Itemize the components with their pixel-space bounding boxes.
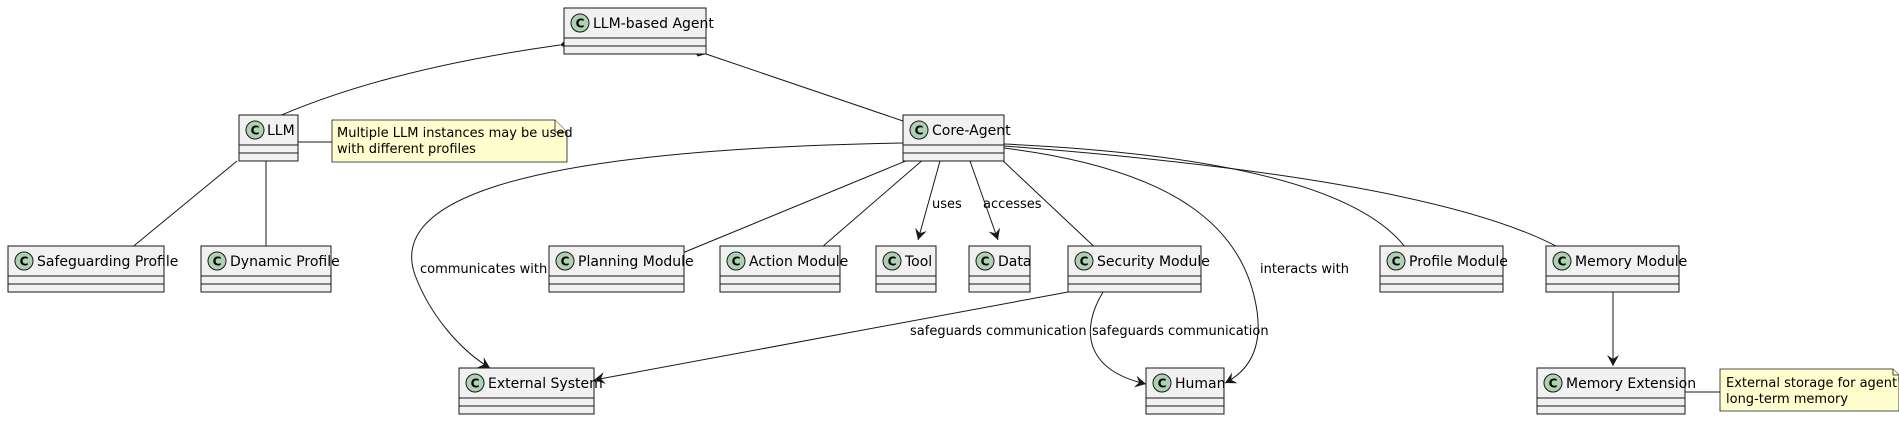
class-name: Planning Module xyxy=(578,254,694,270)
svg-text:C: C xyxy=(561,255,570,269)
class-name: Profile Module xyxy=(1409,254,1508,270)
class-planning-module: C Planning Module xyxy=(548,245,694,293)
svg-text:C: C xyxy=(1549,377,1558,391)
class-badge-icon: C xyxy=(1543,373,1563,393)
edge-agent-llm xyxy=(267,39,574,122)
class-name: Memory Module xyxy=(1575,254,1687,270)
class-name: Safeguarding Profile xyxy=(37,254,178,270)
label-communicates-with: communicates with xyxy=(420,262,547,277)
note-memory-line-1: External storage for agent's xyxy=(1726,376,1899,391)
class-name: Action Module xyxy=(749,254,848,270)
class-badge-icon: C xyxy=(14,251,34,271)
edge-core-external xyxy=(411,142,904,369)
class-name: LLM-based Agent xyxy=(593,16,714,32)
svg-text:C: C xyxy=(732,255,741,269)
edge-llm-safeguarding-profile xyxy=(123,160,238,255)
edge-core-planning xyxy=(679,150,926,255)
note-llm-line-2: with different profiles xyxy=(337,142,476,157)
label-accesses: accesses xyxy=(983,197,1042,212)
svg-text:C: C xyxy=(981,255,990,269)
class-name: External System xyxy=(488,376,603,392)
edge-core-memory xyxy=(990,140,1571,255)
class-name: Dynamic Profile xyxy=(230,254,340,270)
class-llm-based-agent: C LLM-based Agent xyxy=(563,7,714,55)
label-interacts-with: interacts with xyxy=(1260,262,1349,277)
class-action-module: C Action Module xyxy=(719,245,848,293)
edge-agent-core xyxy=(692,47,904,122)
edge-labels: uses accesses communicates with interact… xyxy=(420,197,1349,339)
class-badge-icon: C xyxy=(975,251,995,271)
label-safeguards-human: safeguards communication xyxy=(1092,324,1269,339)
class-badge-icon: C xyxy=(1386,251,1406,271)
class-safeguarding-profile: C Safeguarding Profile xyxy=(7,245,178,293)
class-core-agent: C Core-Agent xyxy=(902,114,1011,162)
label-uses: uses xyxy=(932,197,962,212)
class-badge-icon: C xyxy=(726,251,746,271)
class-memory-extension: C Memory Extension xyxy=(1536,367,1696,415)
svg-text:C: C xyxy=(1558,255,1567,269)
class-badge-icon: C xyxy=(882,251,902,271)
class-tool: C Tool xyxy=(875,245,937,293)
svg-text:C: C xyxy=(471,377,480,391)
class-badge-icon: C xyxy=(1552,251,1572,271)
svg-text:C: C xyxy=(888,255,897,269)
class-badge-icon: C xyxy=(909,120,929,140)
class-name: Core-Agent xyxy=(932,123,1011,139)
class-llm: C LLM xyxy=(238,114,299,162)
svg-text:C: C xyxy=(1392,255,1401,269)
class-badge-icon: C xyxy=(1152,373,1172,393)
svg-text:C: C xyxy=(213,255,222,269)
edge-core-security xyxy=(989,148,1103,255)
note-llm: Multiple LLM instances may be used with … xyxy=(331,119,573,163)
class-human: C Human xyxy=(1145,367,1226,415)
svg-text:C: C xyxy=(1158,377,1167,391)
class-badge-icon: C xyxy=(465,373,485,393)
class-name: LLM xyxy=(267,123,295,139)
edge-security-external xyxy=(593,291,1069,384)
note-memory-line-2: long-term memory xyxy=(1726,392,1848,407)
edges xyxy=(123,39,1720,393)
class-name: Human xyxy=(1175,376,1226,392)
class-badge-icon: C xyxy=(555,251,575,271)
edge-core-action xyxy=(813,148,936,255)
class-name: Security Module xyxy=(1097,254,1210,270)
svg-text:C: C xyxy=(576,17,585,31)
class-dynamic-profile: C Dynamic Profile xyxy=(200,245,340,293)
class-security-module: C Security Module xyxy=(1067,245,1210,293)
note-memory: External storage for agent's long-term m… xyxy=(1719,368,1899,412)
svg-text:C: C xyxy=(915,124,924,138)
edge-core-human xyxy=(1003,147,1259,384)
class-name: Memory Extension xyxy=(1566,376,1696,392)
svg-text:C: C xyxy=(1080,255,1089,269)
edge-core-tool xyxy=(915,160,941,241)
edge-core-profile xyxy=(990,138,1411,255)
edge-security-human xyxy=(1089,291,1147,388)
class-name: Data xyxy=(998,254,1031,270)
label-safeguards-external: safeguards communication xyxy=(910,324,1087,339)
edge-core-data xyxy=(969,160,1000,241)
class-badge-icon: C xyxy=(245,120,265,140)
class-badge-icon: C xyxy=(207,251,227,271)
svg-text:C: C xyxy=(20,255,29,269)
class-profile-module: C Profile Module xyxy=(1379,245,1508,293)
class-badge-icon: C xyxy=(570,13,590,33)
class-badge-icon: C xyxy=(1074,251,1094,271)
class-external-system: C External System xyxy=(458,367,603,415)
class-data: C Data xyxy=(968,245,1031,293)
svg-text:C: C xyxy=(251,124,260,138)
class-name: Tool xyxy=(904,254,932,270)
class-memory-module: C Memory Module xyxy=(1545,245,1687,293)
note-llm-line-1: Multiple LLM instances may be used xyxy=(337,126,573,141)
